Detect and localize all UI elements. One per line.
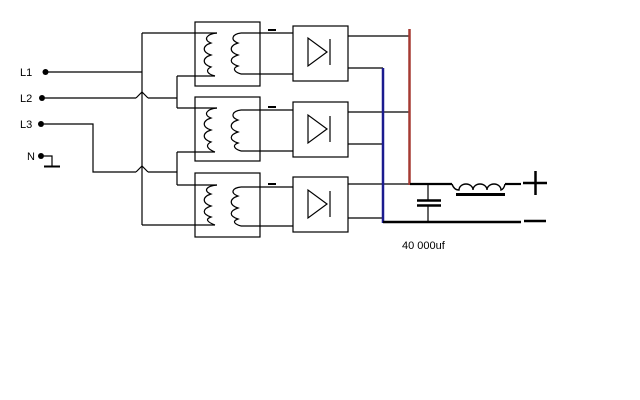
transformer-3-primary-coil [203, 184, 218, 226]
rectifier-3-box [292, 176, 349, 233]
primary-bus-links [141, 33, 178, 225]
transformer-3-secondary-coil [230, 186, 242, 227]
diode-icon [307, 188, 329, 220]
transformer-1 [142, 21, 293, 87]
rectifier-3 [292, 176, 410, 233]
circuit-root: L1 L2 L3 N [20, 21, 547, 252]
transformer-2 [177, 96, 293, 162]
phase-label-l2: L2 [20, 93, 32, 105]
capacitor-value-label: 40 000uf [402, 240, 446, 252]
rectifier-2 [292, 101, 410, 158]
terminal-dot-l1 [42, 69, 49, 75]
diode-icon [307, 36, 329, 68]
transformer-1-box [194, 21, 261, 87]
output-filter: 40 000uf [383, 171, 547, 252]
rectifier-1 [292, 25, 410, 82]
phase-label-l3: L3 [20, 119, 32, 131]
neutral-label: N [27, 151, 35, 163]
terminal-dot-l2 [39, 95, 45, 101]
transformer-1-primary-coil [203, 32, 218, 77]
diode-icon [307, 113, 329, 145]
transformer-2-box [194, 96, 261, 162]
transformer-3 [142, 172, 293, 238]
phase-label-l1: L1 [20, 67, 32, 79]
transformer-2-secondary-coil [230, 109, 242, 152]
transformer-1-secondary-coil [230, 32, 242, 75]
rectifier-1-box [292, 25, 349, 82]
rectifier-2-box [292, 101, 349, 158]
neutral-wire [44, 155, 53, 166]
wire-l3 [44, 123, 177, 173]
transformer-3-box [194, 172, 261, 238]
transformer-2-primary-coil [203, 107, 218, 153]
terminal-dot-n [38, 153, 44, 159]
terminal-dot-l3 [38, 121, 44, 127]
filter-inductor-coil [451, 183, 506, 191]
positive-terminal-symbol [523, 171, 547, 195]
